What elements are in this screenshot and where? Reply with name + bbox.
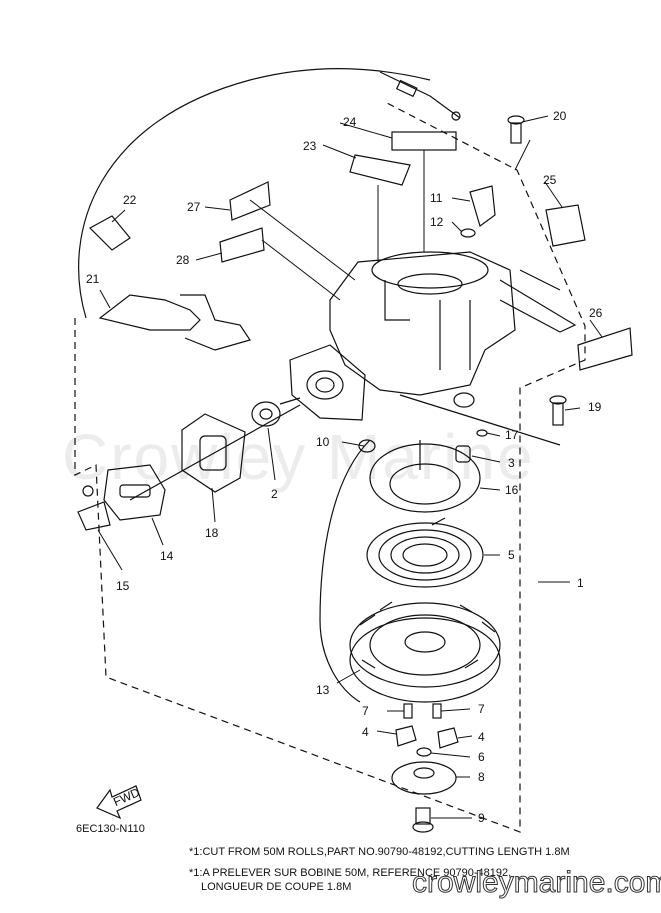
decal-27: [229, 181, 271, 221]
pawl-left: [395, 725, 417, 747]
decal-23: [349, 154, 411, 186]
rope-clip: [77, 485, 111, 531]
callout-27: 27: [187, 200, 201, 214]
callout-5: 5: [508, 548, 515, 562]
watermark-url: crowleymarine.com: [411, 866, 661, 900]
callout-17: 17: [505, 428, 519, 442]
boss: [453, 392, 475, 408]
recoil-spring: [366, 517, 484, 588]
callout-7a: 7: [362, 704, 369, 718]
callout-labels: 1 2 3 4 4 5 6 7 7 8 9 10 11 12 13 14 15 …: [86, 109, 603, 825]
callout-25: 25: [543, 173, 557, 187]
decal-28: [219, 227, 265, 263]
leader-lines: [97, 115, 603, 819]
callout-21: 21: [86, 272, 100, 286]
throttle-cable: [379, 71, 461, 121]
callout-4b: 4: [478, 730, 485, 744]
callout-18: 18: [205, 526, 219, 540]
washer-17: [476, 429, 488, 437]
rope-guide-bracket: [289, 344, 366, 421]
drawing-code: 6EC130-N110: [76, 823, 145, 835]
callout-9: 9: [478, 811, 485, 825]
callout-11: 11: [430, 191, 443, 205]
decal-24: [391, 131, 457, 151]
callout-12: 12: [430, 215, 444, 229]
callout-6: 6: [478, 750, 485, 764]
drive-plate: [391, 761, 457, 795]
callout-13: 13: [316, 683, 330, 697]
callout-22: 22: [123, 193, 137, 207]
pawl-spring-right: [432, 703, 442, 719]
bushing: [455, 445, 471, 463]
rope-seal: [251, 397, 301, 427]
callout-4a: 4: [362, 725, 369, 739]
collar: [460, 228, 476, 238]
center-bolt: [412, 807, 434, 833]
watermark-text: Crowley Marine: [62, 421, 535, 493]
callout-16: 16: [505, 483, 519, 497]
starter-handle: [103, 464, 166, 521]
note-line-3: LONGUEUR DE COUPE 1.8M: [201, 881, 352, 893]
callout-1: 1: [577, 576, 584, 590]
starter-rope: [129, 404, 301, 501]
cable-guide-arc: [78, 68, 431, 319]
note-line-1: *1:CUT FROM 50M ROLLS,PART NO.90790-4819…: [189, 846, 570, 858]
callout-8: 8: [478, 770, 485, 784]
callout-3: 3: [508, 456, 515, 470]
rubber-grommet: [181, 413, 246, 493]
fwd-label: FWD: [111, 785, 142, 809]
cable-clamp: [89, 215, 131, 251]
callout-7b: 7: [478, 702, 485, 716]
cable-holder: [469, 185, 496, 227]
recoil-sheave: [349, 601, 501, 703]
spring-cover: [369, 440, 481, 513]
bolt-20: [507, 115, 525, 144]
decal-25: [545, 204, 586, 247]
circlip: [416, 747, 432, 757]
fwd-arrow-icon: [96, 785, 142, 820]
callout-26: 26: [589, 306, 603, 320]
callout-19: 19: [588, 400, 602, 414]
assembly-boundary: [74, 101, 586, 833]
callout-28: 28: [176, 253, 190, 267]
recoil-housing: [329, 251, 577, 446]
pawl-right: [437, 727, 459, 749]
bolt-19: [549, 395, 567, 426]
pawl-spring-left: [403, 703, 413, 719]
callout-24: 24: [343, 115, 357, 129]
decal-26: [577, 327, 633, 371]
callout-2: 2: [271, 487, 278, 501]
callout-20: 20: [553, 109, 567, 123]
callout-15: 15: [116, 579, 130, 593]
callout-10: 10: [316, 435, 330, 449]
note-line-2: *1:A PRELEVER SUR BOBINE 50M, REFERENCE …: [189, 867, 512, 879]
starter-cable: [319, 439, 371, 703]
cable-end: [358, 439, 376, 453]
neutral-switch: [98, 294, 251, 351]
callout-23: 23: [303, 139, 317, 153]
callout-14: 14: [160, 549, 174, 563]
